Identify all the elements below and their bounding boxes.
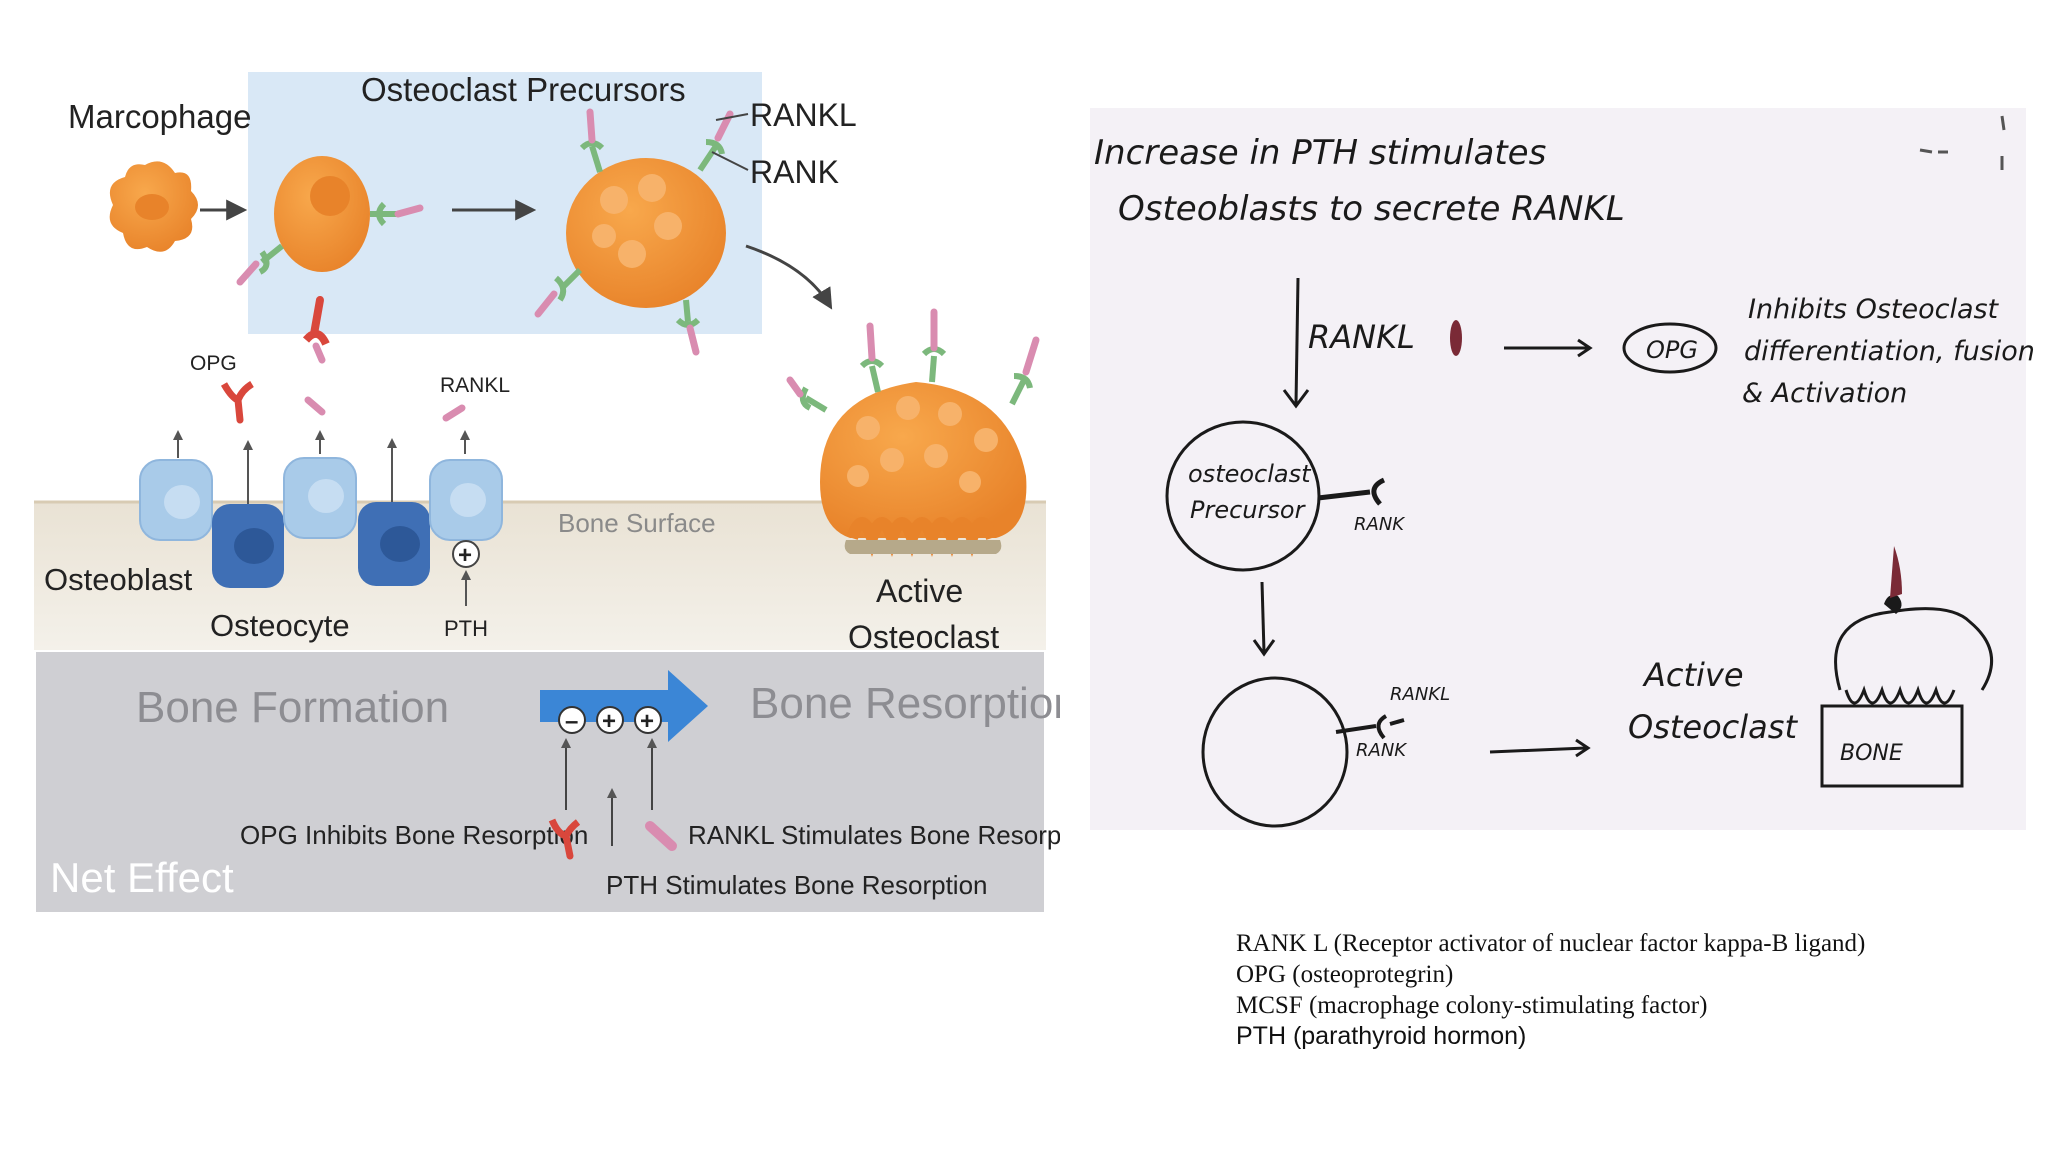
- rankl-callout: RANKL: [750, 97, 857, 133]
- rankl-molecule: [442, 404, 466, 422]
- sketch-precursor-circle: [1165, 420, 1321, 572]
- pth-label: PTH: [444, 616, 488, 641]
- sketch-opg-circle: [1622, 322, 1718, 374]
- sketch-rankl-2: RANKL: [1390, 684, 1450, 705]
- sketch-opg: OPG: [1646, 336, 1698, 364]
- sketch-osteoclast-on-bone: [1820, 546, 1994, 788]
- sketch-bone: BONE: [1840, 741, 1903, 766]
- osteoblast-cell: [429, 459, 503, 541]
- osteocyte-cell: [212, 504, 284, 588]
- osteoblast-label: Osteoblast: [44, 562, 193, 597]
- sketch-rank-2: RANK: [1356, 740, 1407, 761]
- rank-receptor: [859, 322, 885, 393]
- osteoblast-cell: [283, 457, 357, 539]
- sketch-inhibits-2: differentiation, fusion: [1744, 336, 2035, 367]
- plus-badge-rankl: [634, 706, 662, 734]
- rankl-molecule: [645, 821, 677, 851]
- opg-rankl-complex: [302, 296, 330, 364]
- rank-receptor: [236, 243, 284, 286]
- bone-remodeling-diagram: Marcophage Osteoclast Precursors: [34, 71, 1060, 912]
- legend-item: PTH (parathyroid hormon): [1236, 1022, 1527, 1050]
- active-osteoclast-label-1: Active: [876, 573, 963, 609]
- active-osteoclast-label-2: Osteoclast: [848, 619, 999, 655]
- sketch-rankl: RANKL: [1308, 318, 1415, 356]
- rank-receptor: [675, 299, 701, 356]
- svg-text:+: +: [458, 542, 472, 569]
- legend-item: MCSF (macrophage colony-stimulating fact…: [1236, 992, 1708, 1019]
- plus-badge-pth: [596, 706, 624, 734]
- abbreviation-legend: RANK L (Receptor activator of nuclear fa…: [1236, 928, 2016, 1052]
- pth-stimulates-label: PTH Stimulates Bone Resorption: [606, 870, 988, 900]
- rankl-stimulates-label: RANKL Stimulates Bone Resorption: [688, 820, 1060, 850]
- sketch-lower-circle: [1201, 676, 1349, 828]
- svg-text:+: +: [602, 708, 616, 735]
- free-rankl: [304, 396, 326, 416]
- legend-item: RANK L (Receptor activator of nuclear fa…: [1236, 930, 1866, 957]
- sketch-active-2: Osteoclast: [1628, 708, 1798, 746]
- rank-receptor: [579, 108, 605, 173]
- rank-receptor: [921, 308, 947, 383]
- svg-text:+: +: [640, 708, 654, 735]
- sketch-precursor-1: osteoclast: [1188, 460, 1312, 488]
- osteocyte-label: Osteocyte: [210, 608, 350, 643]
- svg-text:–: –: [565, 708, 578, 735]
- osteocyte-cell: [358, 502, 430, 586]
- opg-label: OPG: [190, 352, 237, 375]
- rank-receptor: [534, 267, 583, 318]
- sketch-precursor-2: Precursor: [1190, 496, 1307, 524]
- sketch-inhibits-3: & Activation: [1742, 378, 1907, 409]
- net-effect-label: Net Effect: [50, 854, 234, 901]
- macrophage-label: Marcophage: [68, 98, 251, 135]
- bone-surface-label: Bone Surface: [558, 508, 716, 538]
- legend-item: OPG (osteoprotegrin): [1236, 961, 1454, 988]
- rank-callout: RANK: [750, 154, 839, 190]
- rankl-small-label: RANKL: [440, 374, 510, 397]
- pth-plus-badge: [452, 540, 480, 568]
- sketch-rankl-shape: [1450, 320, 1462, 356]
- rank-receptor: [1009, 336, 1040, 406]
- minus-badge: [558, 706, 586, 734]
- opg-molecule: [548, 818, 581, 860]
- rank-receptor: [370, 201, 424, 227]
- sketch-rank: RANK: [1354, 514, 1405, 535]
- sketch-line-1: Increase in PTH stimulates: [1094, 133, 1546, 173]
- sketch-active-1: Active: [1642, 656, 1744, 694]
- opg-inhibits-label: OPG Inhibits Bone Resorption: [240, 820, 588, 850]
- osteoblast-cell: [139, 459, 213, 541]
- rank-receptor: [786, 376, 828, 413]
- sketch-paper: [1090, 108, 2026, 830]
- sketch-line-2: Osteoblasts to secrete RANKL: [1118, 189, 1625, 229]
- bone-resorption-label: Bone Resorption: [750, 679, 1060, 728]
- precursors-label: Osteoclast Precursors: [361, 71, 686, 108]
- net-effect-arrow: [540, 670, 708, 742]
- sketch-inhibits-1: Inhibits Osteoclast: [1748, 294, 2000, 325]
- opg-molecule: [220, 380, 254, 424]
- bone-formation-label: Bone Formation: [136, 683, 449, 732]
- active-osteoclast-cell: [820, 382, 1027, 557]
